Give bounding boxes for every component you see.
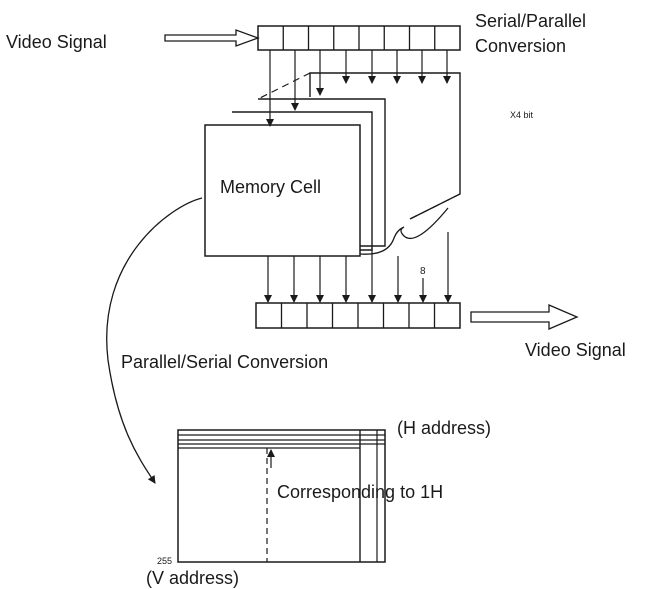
output-bit-arrows [264, 232, 452, 303]
serial-parallel-label-line2: Conversion [475, 36, 566, 56]
plane-bracket [359, 207, 449, 255]
h-address-label: (H address) [397, 418, 491, 438]
memory-plane-3 [258, 98, 386, 247]
mapping-curved-arrow [106, 197, 203, 484]
parallel-serial-label: Parallel/Serial Conversion [121, 352, 328, 372]
serial-parallel-register [257, 25, 461, 51]
line-number-label: 255 [157, 556, 172, 566]
bit-width-label: X4 bit [510, 110, 534, 120]
bit-number-label: 8 [420, 266, 426, 277]
video-signal-input-label: Video Signal [6, 32, 107, 52]
serial-parallel-label-line1: Serial/Parallel [475, 11, 586, 31]
memory-plane-back [257, 72, 461, 220]
memory-cell-plane [204, 124, 361, 257]
input-hollow-arrow [164, 29, 260, 47]
v-address-label: (V address) [146, 568, 239, 588]
input-bit-arrows [266, 50, 451, 127]
memory-map [177, 429, 386, 563]
video-signal-output-label: Video Signal [525, 340, 626, 360]
memory-cell-label: Memory Cell [220, 177, 321, 197]
memory-plane-2 [232, 111, 373, 251]
corresponding-1h-label: Corresponding to 1H [277, 482, 443, 502]
output-hollow-arrow [470, 304, 579, 330]
parallel-serial-register [255, 302, 461, 329]
